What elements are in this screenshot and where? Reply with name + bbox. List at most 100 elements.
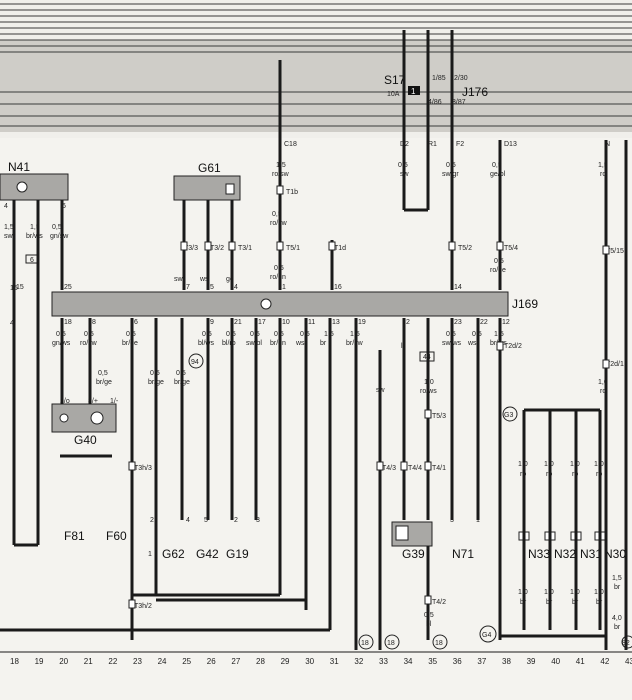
conn-t3h-3: T3h/3 xyxy=(134,465,152,472)
connector-mark xyxy=(276,185,284,195)
relay-box xyxy=(408,86,420,95)
j169-pin-number: 13 xyxy=(332,319,340,326)
br15-color: br xyxy=(614,584,621,591)
column-number: 27 xyxy=(231,657,240,666)
g61-wire-sw: sw xyxy=(174,276,184,283)
column-number: 35 xyxy=(428,657,437,666)
connector-mark xyxy=(128,461,136,471)
g19-pin-2: 2 xyxy=(234,517,238,524)
header-d13: D13 xyxy=(504,141,517,148)
spec-n-color: ro xyxy=(600,171,606,178)
g4-label: G4 xyxy=(482,632,491,639)
j169-pin-number: 10 xyxy=(282,319,290,326)
j169-pin-number: 21 xyxy=(234,319,242,326)
g3-label: G3 xyxy=(504,412,513,419)
brge1-color: br/ge xyxy=(96,379,112,386)
header-f2: F2 xyxy=(456,141,464,148)
j169-pin-number: 18 xyxy=(64,319,72,326)
connector-mark xyxy=(602,359,610,369)
column-number: 20 xyxy=(59,657,68,666)
j169-pin-number: 6 xyxy=(134,319,138,326)
br40-size: 4,0 xyxy=(612,615,622,622)
relay-pin-4-86: 4/86 xyxy=(428,99,442,106)
connector-mark xyxy=(180,241,188,251)
j169-top-pin: 14 xyxy=(454,284,462,291)
g40-pin-1: 1/- xyxy=(110,398,119,405)
g39-symbol xyxy=(395,525,409,541)
conn-t1b: T1b xyxy=(286,189,298,196)
g42-pin-4: 4 xyxy=(186,517,190,524)
column-number: 18 xyxy=(10,657,19,666)
n41-mid-size: 1,5 xyxy=(30,224,40,231)
j169-top-pin: 4 xyxy=(234,284,238,291)
connector-mark xyxy=(228,241,236,251)
relay-box-number: 1 xyxy=(411,87,416,96)
j169-box xyxy=(51,291,509,317)
header-c18: C18 xyxy=(284,141,297,148)
j169-top-pin: 7 xyxy=(186,284,190,291)
g42-pin-5: 5 xyxy=(204,517,208,524)
n41-right-color: gn/sw xyxy=(50,233,69,240)
column-number: 28 xyxy=(256,657,265,666)
ground-18-c-label: 18 xyxy=(435,640,443,647)
conn-t4-3: T4/3 xyxy=(382,465,396,472)
connector-mark xyxy=(496,341,504,351)
column-number: 31 xyxy=(330,657,339,666)
column-number: 38 xyxy=(502,657,511,666)
j169-pin-number: 8 xyxy=(92,319,96,326)
j169-pin-number: 11 xyxy=(308,319,315,326)
g61-symbol xyxy=(225,183,235,195)
circle-94 xyxy=(188,353,204,369)
relay-j176-label: J176 xyxy=(462,85,488,99)
g3-circle xyxy=(502,406,518,422)
box-6-label: 6 xyxy=(30,257,34,264)
g19-pin-3: 3 xyxy=(256,517,260,524)
n41-right-size: 0,5 xyxy=(52,224,62,231)
n41-pin-6: 6 xyxy=(62,203,66,210)
connector-mark xyxy=(424,595,432,605)
conn-t3-1: T3/1 xyxy=(238,245,252,252)
spec-t1b-size: 0,5 xyxy=(272,211,282,218)
conn-t4-2: T4/2 xyxy=(432,599,446,606)
j169-top-pin: 1 xyxy=(282,284,286,291)
j169-wire-color: br xyxy=(320,340,327,347)
n41-symbol xyxy=(16,181,28,193)
column-number: 42 xyxy=(600,657,609,666)
relay-pin-2-30: 2/30 xyxy=(454,75,468,82)
n41-left-size: 1,5 xyxy=(4,224,14,231)
conn-t4-4: T4/4 xyxy=(408,465,422,472)
conn-t5-4: T5/4 xyxy=(504,245,518,252)
conn-t3h-2: T3h/2 xyxy=(134,603,152,610)
g39-label: G39 xyxy=(402,547,425,561)
j169-wire-color: bl/ro xyxy=(222,340,236,347)
n41-pin-4: 4 xyxy=(4,203,8,210)
j169-pin-number: 22 xyxy=(480,319,488,326)
conn-t4-1: T4/1 xyxy=(432,465,446,472)
br40-color: br xyxy=(614,624,621,631)
j169-top-pin: 15 xyxy=(16,284,24,291)
connector-mark xyxy=(204,241,212,251)
relay-pin-1-85: 1/85 xyxy=(432,75,446,82)
column-number: 41 xyxy=(576,657,585,666)
g61-label: G61 xyxy=(198,161,221,175)
component-g39: G39 xyxy=(391,521,433,561)
n32-label: N32 xyxy=(554,547,576,561)
j169-wire-color: sw/bl xyxy=(246,340,262,347)
j169-symbol xyxy=(260,298,272,310)
relay-j176: 1 S17 10A J176 1/85 2/30 4/86 3/87 xyxy=(384,73,488,106)
connector-mark xyxy=(128,599,136,609)
ground-18-a xyxy=(358,634,374,650)
column-number: 25 xyxy=(182,657,191,666)
connector-mark xyxy=(424,461,432,471)
conn-t5-1: T5/1 xyxy=(286,245,300,252)
j169-pin-number: 2 xyxy=(406,319,410,326)
bus-rails xyxy=(0,3,632,127)
n71-pin-3: 3 xyxy=(450,517,454,524)
n41-left-color: sw xyxy=(4,233,14,240)
column-number: 32 xyxy=(354,657,363,666)
connector-mark xyxy=(328,241,336,251)
connector-mark xyxy=(602,245,610,255)
